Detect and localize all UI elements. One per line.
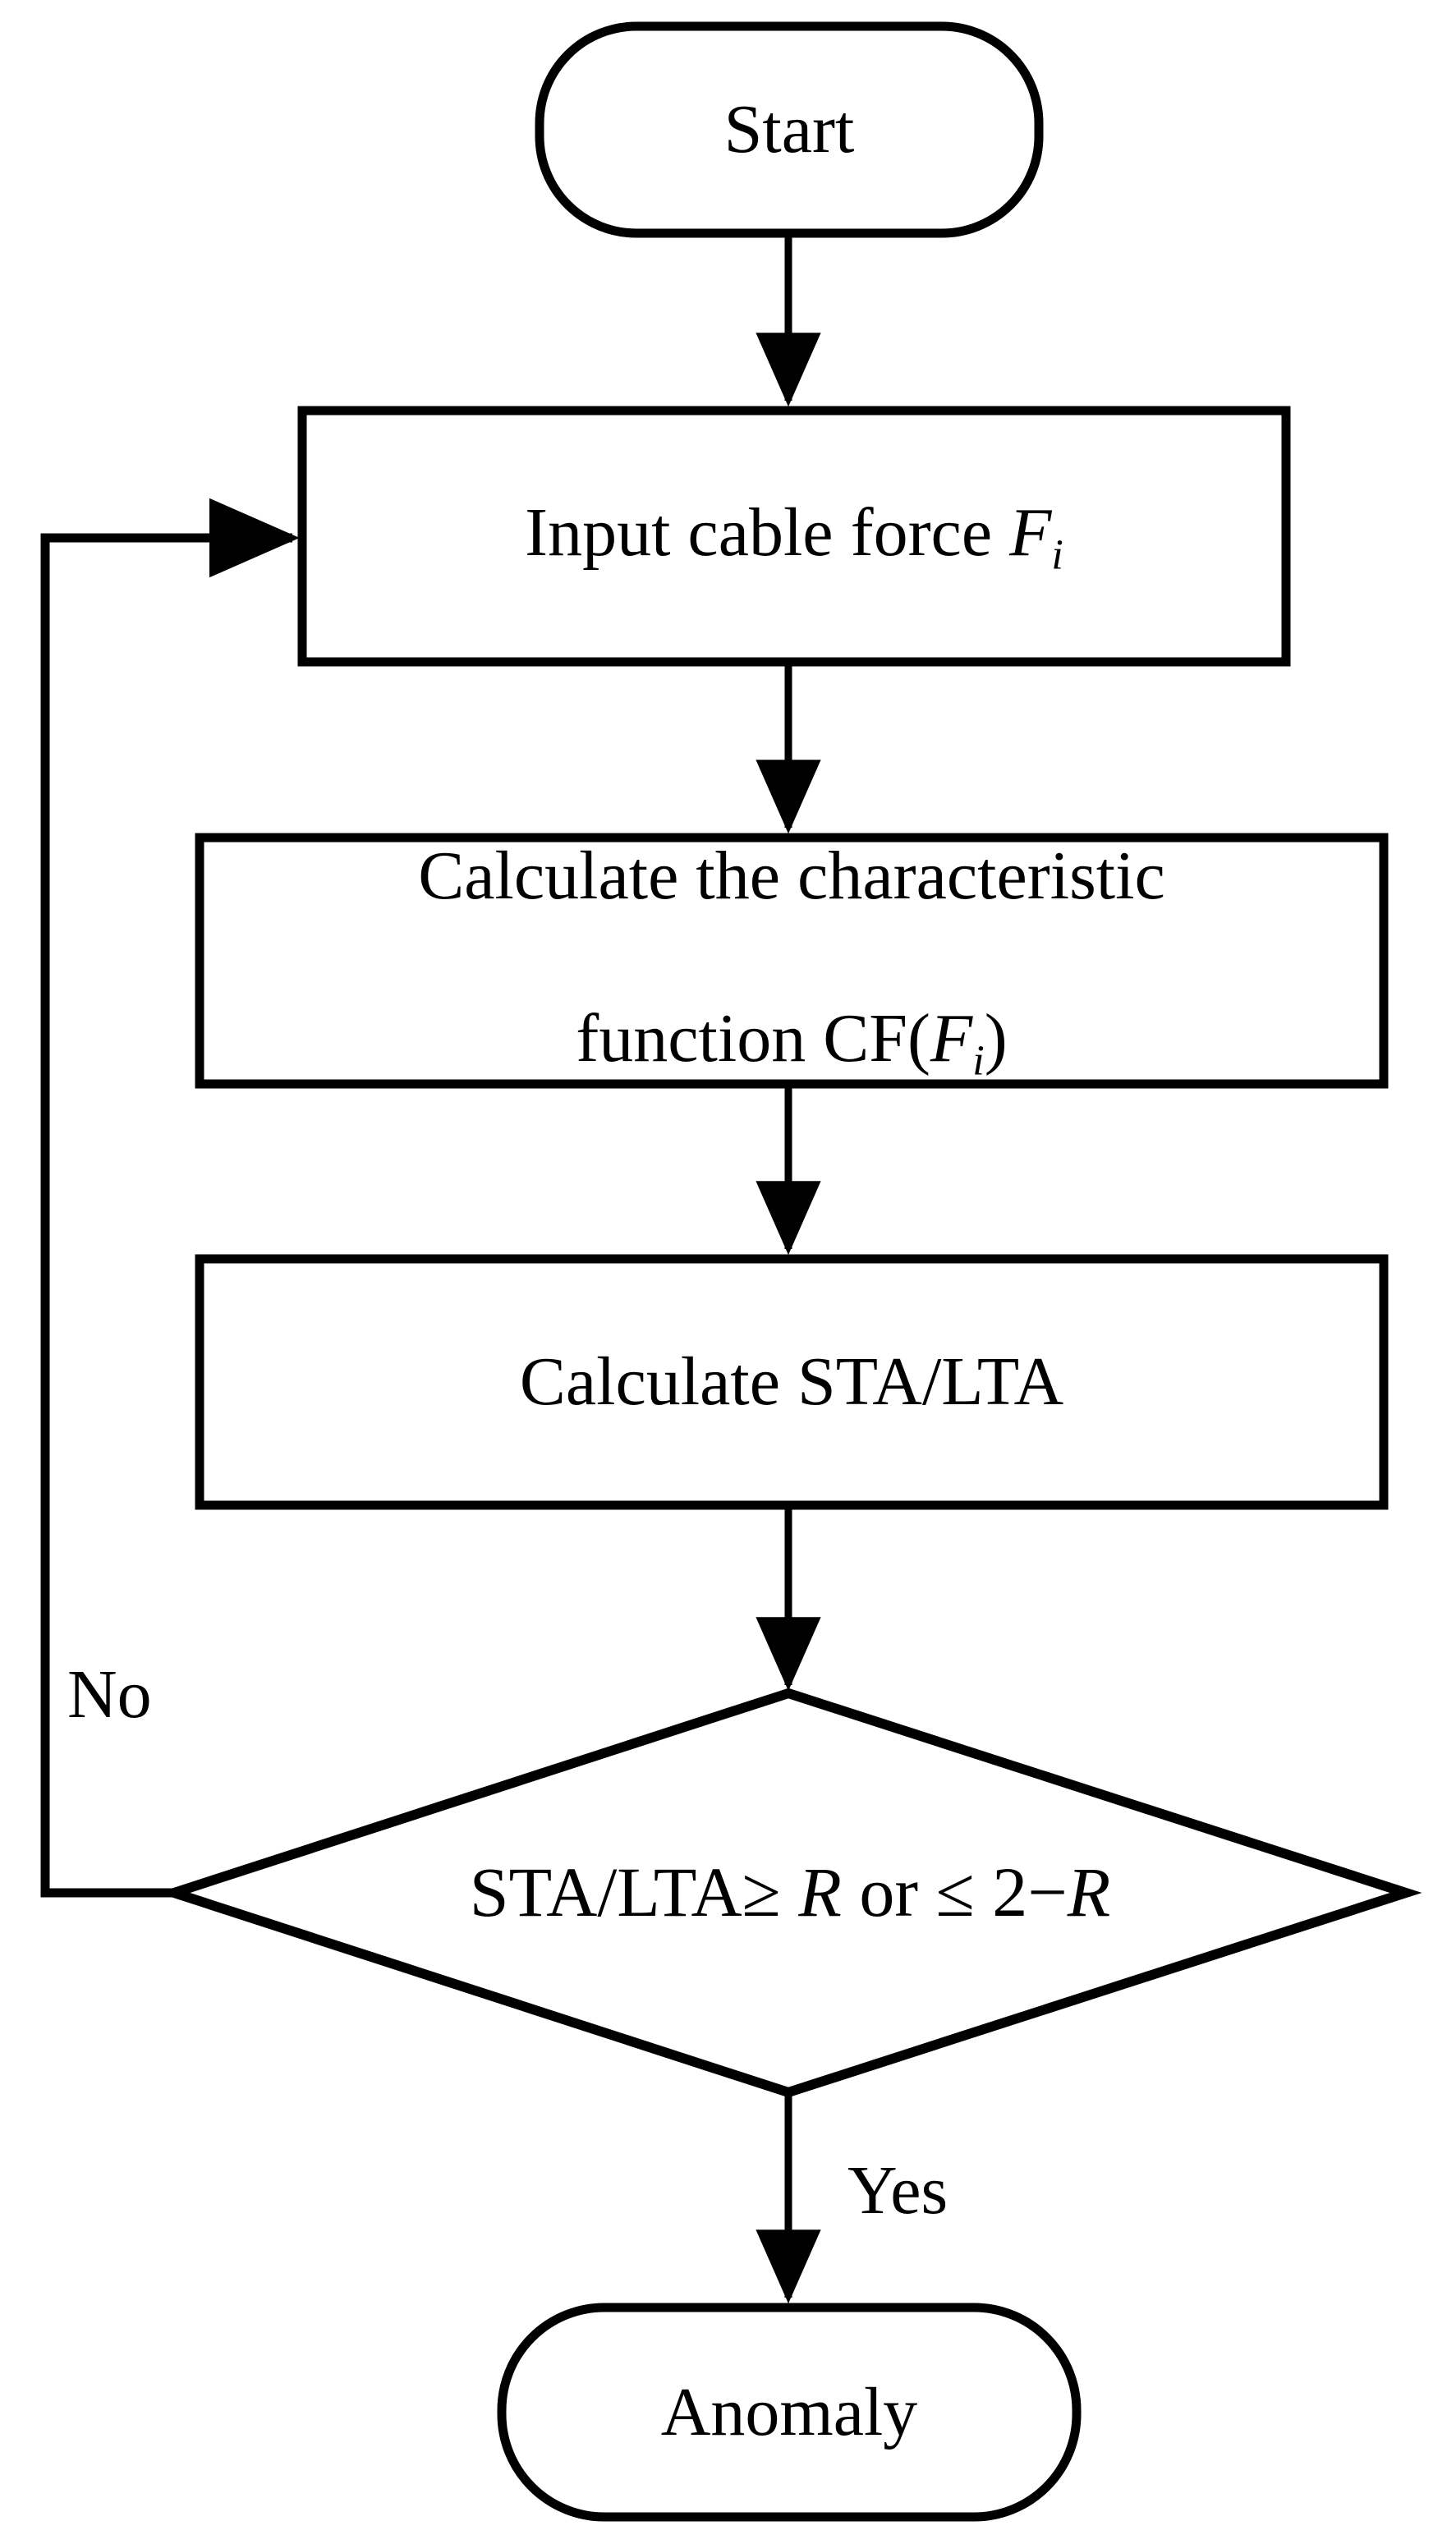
edge-decision-to-input-feedback xyxy=(40,498,300,1898)
node-characteristic-shape[interactable] xyxy=(195,833,1389,1089)
edge-label-no: No xyxy=(67,1656,152,1733)
node-input-shape[interactable] xyxy=(297,406,1291,667)
node-decision-shape[interactable] xyxy=(158,1688,1422,2098)
node-anomaly-shape[interactable] xyxy=(497,2303,1082,2522)
edge-label-yes: Yes xyxy=(847,2152,948,2229)
node-stalta-shape[interactable] xyxy=(195,1254,1389,1510)
node-start-shape[interactable] xyxy=(535,21,1044,238)
